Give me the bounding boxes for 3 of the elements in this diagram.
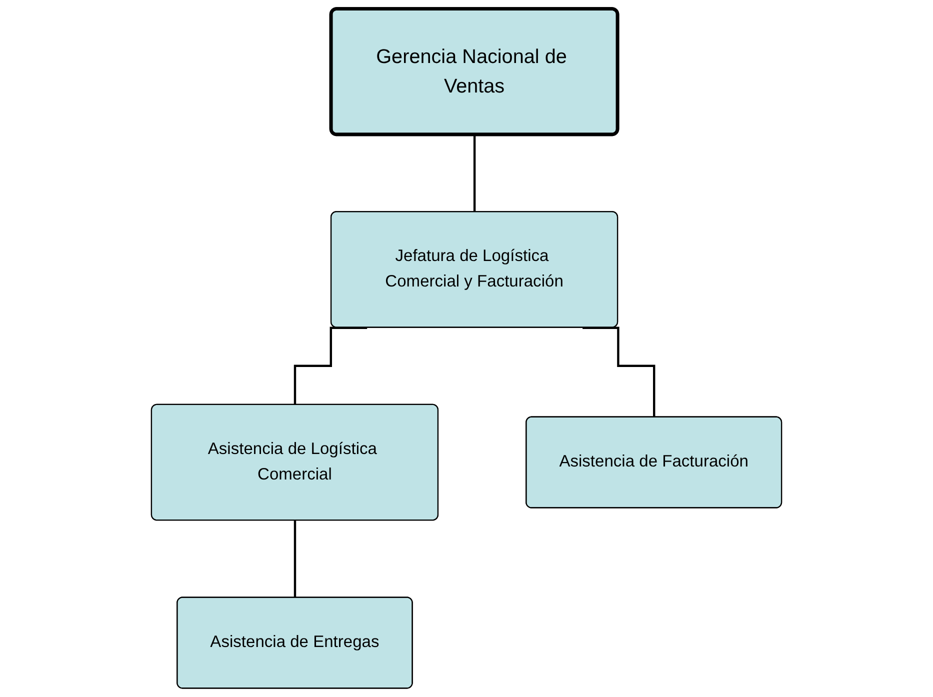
connector <box>473 134 476 214</box>
connector <box>582 326 656 418</box>
connector <box>294 520 296 599</box>
